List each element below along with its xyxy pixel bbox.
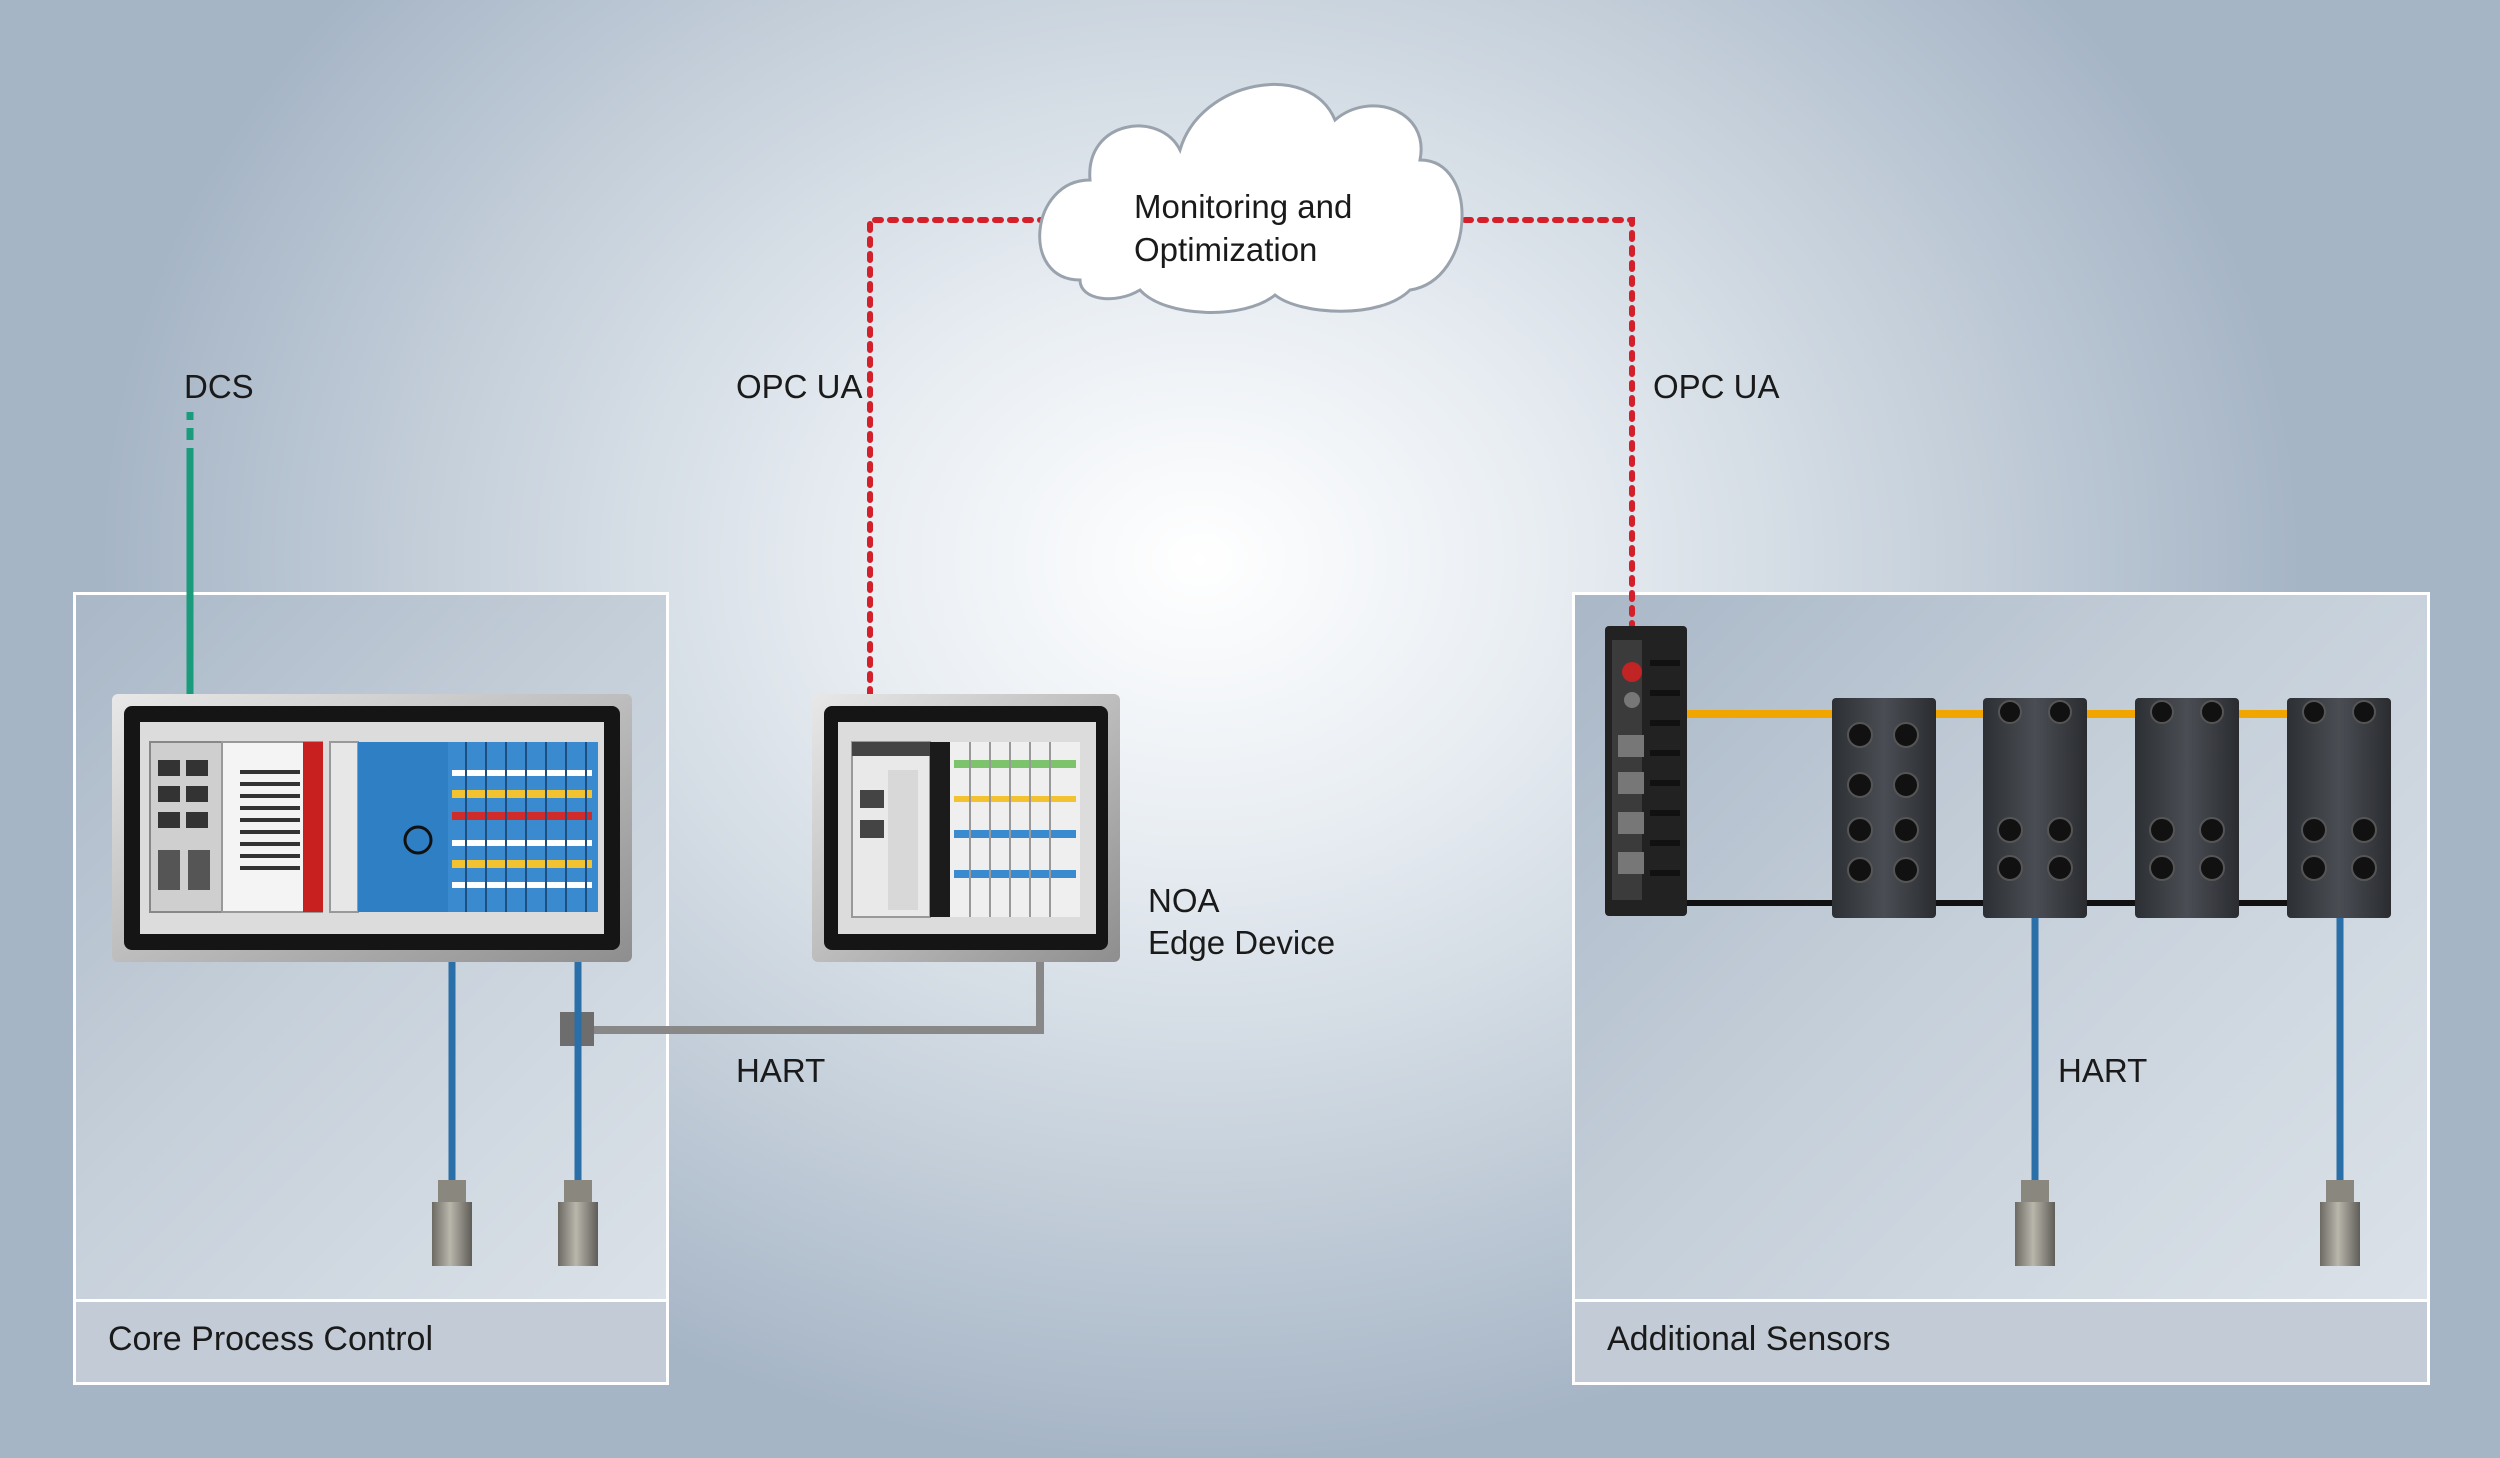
opc-ua-label-right: OPC UA [1653, 368, 1780, 405]
additional-sensors-title: Additional Sensors [1607, 1320, 1891, 1358]
sensor-left-2 [558, 1180, 598, 1266]
cloud-label-line2: Optimization [1134, 231, 1318, 268]
sensor-right-2 [2320, 1180, 2360, 1266]
core-process-control-title: Core Process Control [108, 1320, 434, 1358]
noa-label-line1: NOA [1148, 882, 1220, 919]
noa-edge-enclosure [812, 694, 1120, 962]
io-box-2 [1983, 698, 2087, 918]
dcs-label: DCS [184, 368, 254, 405]
opc-ua-link-right [1462, 217, 1635, 633]
sensor-left-1 [432, 1180, 472, 1266]
cloud-label-line1: Monitoring and [1134, 188, 1353, 225]
hart-cables-left [448, 950, 582, 1180]
opc-ua-link-left [867, 217, 1053, 743]
hart-bus [565, 955, 1044, 1034]
io-box-4 [2287, 698, 2391, 918]
hart-label-right: HART [2058, 1052, 2148, 1089]
hart-label-left: HART [736, 1052, 826, 1089]
opc-ua-label-left: OPC UA [736, 368, 863, 405]
gateway-module [1605, 626, 1687, 916]
sensor-right-1 [2015, 1180, 2055, 1266]
noa-label-line2: Edge Device [1148, 924, 1336, 961]
terminal-block-noa [950, 742, 1080, 917]
cloud-shape [1038, 83, 1464, 314]
hart-cables-right [2031, 918, 2344, 1180]
core-controller-enclosure [112, 694, 632, 962]
io-box-3 [2135, 698, 2239, 918]
io-box-1 [1832, 698, 1936, 918]
terminal-block-left [448, 742, 598, 912]
core-process-control-footer: Core Process Control [76, 1299, 666, 1382]
additional-sensors-footer: Additional Sensors [1575, 1299, 2427, 1382]
